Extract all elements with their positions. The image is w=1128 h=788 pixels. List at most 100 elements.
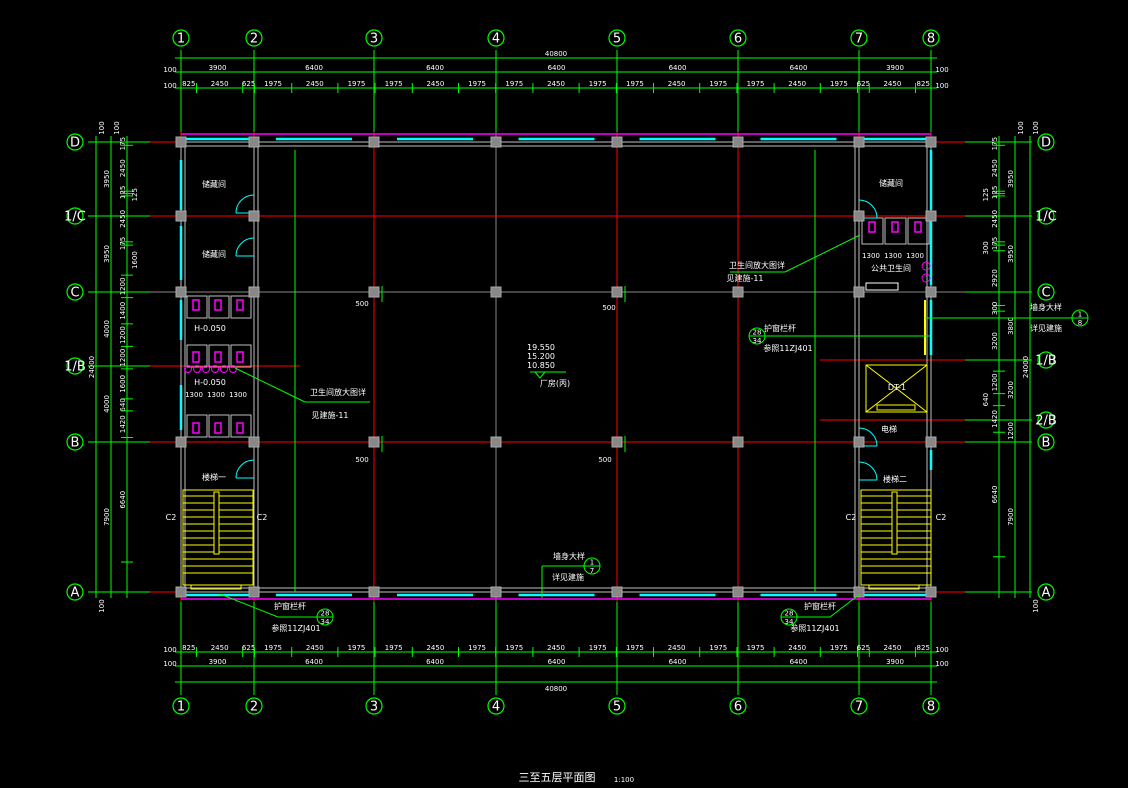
elevator-door [876, 404, 916, 411]
detail-index-bottom: 34 [321, 618, 330, 626]
sink-icon [184, 365, 192, 373]
toilet-stall [208, 344, 230, 368]
detail-dimension: 2450 [547, 80, 565, 88]
room-name-toilet: 公共卫生间 [871, 263, 911, 273]
sink-icon [220, 365, 228, 373]
axis-bubble-top-1: 1 [177, 32, 185, 47]
overall-dimension: 24000 [88, 356, 96, 378]
axis-bubble-top-2: 2 [250, 32, 258, 47]
axis-bubble-bottom-5-circle [608, 697, 626, 715]
detail-dimension: 1975 [709, 80, 727, 88]
axis-bubble-left: D [70, 136, 80, 151]
axis-bubble-left-circle [66, 283, 84, 301]
offset-dimension: 100 [1017, 121, 1025, 134]
column [611, 586, 623, 598]
axis-bubble-right-circle [1037, 411, 1055, 429]
wall-tag: C2 [257, 513, 268, 522]
axis-bubble-right: 1/B [1035, 354, 1057, 369]
bay-dimension: 7900 [1007, 508, 1015, 526]
column [175, 210, 187, 222]
note-wall-detail: 墙身大样 [553, 551, 585, 561]
axis-bubble-left-circle [66, 433, 84, 451]
detail-dimension: 1975 [385, 644, 403, 652]
column [853, 210, 865, 222]
axis-bubble-bottom-6: 6 [734, 700, 742, 715]
column [925, 436, 937, 448]
toilet-fixture [914, 221, 922, 233]
room-name-stair: 楼梯二 [883, 474, 907, 484]
detail-index-bottom: 34 [753, 337, 762, 345]
overall-dimension: 40800 [545, 685, 567, 693]
overall-dimension: 24000 [1022, 356, 1030, 378]
detail-dimension: 2450 [991, 159, 999, 177]
note-toilet-detail: 卫生间放大图详 [729, 260, 785, 270]
detail-dimension: 2450 [668, 80, 686, 88]
detail-dimension: 1975 [589, 80, 607, 88]
axis-bubble-bottom-4: 4 [492, 700, 500, 715]
leader-line [784, 234, 861, 273]
offset-dimension: 100 [1032, 599, 1040, 612]
room-name: 储藏间 [879, 178, 903, 188]
bay-dimension: 1200 [1007, 422, 1015, 440]
toilet-fixture [236, 299, 244, 311]
bay-dimension: 3950 [103, 245, 111, 263]
note-wall-ref: 详见建施 [1030, 323, 1062, 333]
axis-bubble-right-circle [1037, 433, 1055, 451]
axis-bubble-left: 1/C [64, 210, 86, 225]
toilet-stall [230, 295, 252, 319]
axis-bubble-bottom-3-circle [365, 697, 383, 715]
bay-dimension: 6400 [426, 64, 444, 72]
detail-dimension: 1200 [119, 349, 127, 367]
detail-dimension: 1975 [348, 80, 366, 88]
axis-bubble-top-4-circle [487, 29, 505, 47]
detail-dimension: 2450 [426, 80, 444, 88]
axis-bubble-top-5-circle [608, 29, 626, 47]
detail-dimension: 1975 [830, 80, 848, 88]
door-swing [235, 194, 255, 214]
offset-dimension: 100 [935, 82, 948, 90]
axis-bubble-bottom-2: 2 [250, 700, 258, 715]
floor-level: H-0.050 [194, 378, 226, 387]
detail-dimension: 2450 [883, 80, 901, 88]
detail-dimension: 125 [991, 186, 999, 199]
toilet-fixture [236, 351, 244, 363]
axis-bubble-right-circle [1037, 133, 1055, 151]
detail-dimension: 2450 [426, 644, 444, 652]
detail-dimension: 1975 [830, 644, 848, 652]
detail-dimension: 2450 [883, 644, 901, 652]
toilet-stall [186, 414, 208, 438]
column [732, 586, 744, 598]
room-name-elevator: 电梯 [881, 424, 897, 434]
column [490, 286, 502, 298]
detail-dimension: 1975 [348, 644, 366, 652]
guard-rail [868, 584, 920, 590]
detail-index-top: 28 [753, 329, 762, 337]
bay-dimension: 3950 [1007, 245, 1015, 263]
detail-dimension: 175 [991, 237, 999, 250]
bay-dimension: 3950 [103, 170, 111, 188]
offset-dimension: 100 [163, 660, 176, 668]
axis-bubble-top-4: 4 [492, 32, 500, 47]
bay-dimension: 6400 [305, 658, 323, 666]
column [175, 586, 187, 598]
bay-dimension: 6400 [548, 658, 566, 666]
detail-dimension: 1975 [505, 80, 523, 88]
toilet-stall [208, 295, 230, 319]
column [925, 586, 937, 598]
toilet-fixture [891, 221, 899, 233]
bay-dimension: 3900 [209, 658, 227, 666]
detail-dimension: 2450 [119, 210, 127, 228]
detail-dimension: 1400 [119, 302, 127, 320]
sink-icon [921, 273, 931, 283]
room-name-workshop: 厂房(丙) [540, 378, 570, 388]
detail-dimension: 1975 [626, 644, 644, 652]
guard-rail [190, 584, 242, 590]
axis-bubble-top-3-circle [365, 29, 383, 47]
toilet-dimension: 1300 [884, 252, 902, 260]
bay-dimension: 4000 [103, 395, 111, 413]
bay-dimension: 3950 [1007, 170, 1015, 188]
elevator-tag: DT-1 [888, 383, 906, 392]
wall-detail-index-top: 1 [1078, 311, 1082, 319]
bay-dimension: 3800 [1007, 317, 1015, 335]
axis-bubble-top-8-circle [922, 29, 940, 47]
